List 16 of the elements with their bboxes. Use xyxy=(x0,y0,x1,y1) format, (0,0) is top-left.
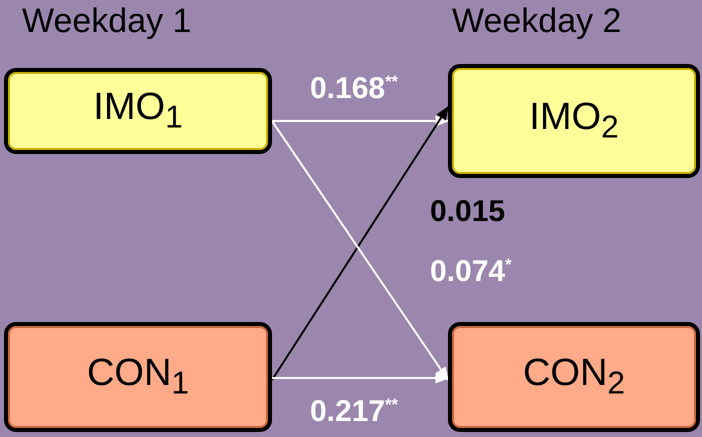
column-heading: Weekday 1 xyxy=(22,2,192,41)
variable-name: CON$_{2}$ xyxy=(522,352,626,402)
variable-box xyxy=(448,64,700,178)
arrow xyxy=(272,372,450,384)
variable-box xyxy=(4,322,272,432)
coefficient-label: 0.074$^{*}$ xyxy=(430,255,512,289)
variable-box xyxy=(448,322,700,432)
column-heading: Weekday 2 xyxy=(452,2,622,41)
variable-name: CON$_{1}$ xyxy=(86,352,190,402)
variable-name: IMO$_{1}$ xyxy=(93,86,183,136)
arrow xyxy=(272,115,450,127)
variable-name: IMO$_{2}$ xyxy=(529,96,619,146)
coefficient-label: 0.168$^{**}$ xyxy=(310,72,398,106)
coefficient-label: 0.015 xyxy=(430,195,506,229)
variable-box xyxy=(4,68,272,154)
coefficient-label: 0.217$^{**}$ xyxy=(310,395,398,429)
